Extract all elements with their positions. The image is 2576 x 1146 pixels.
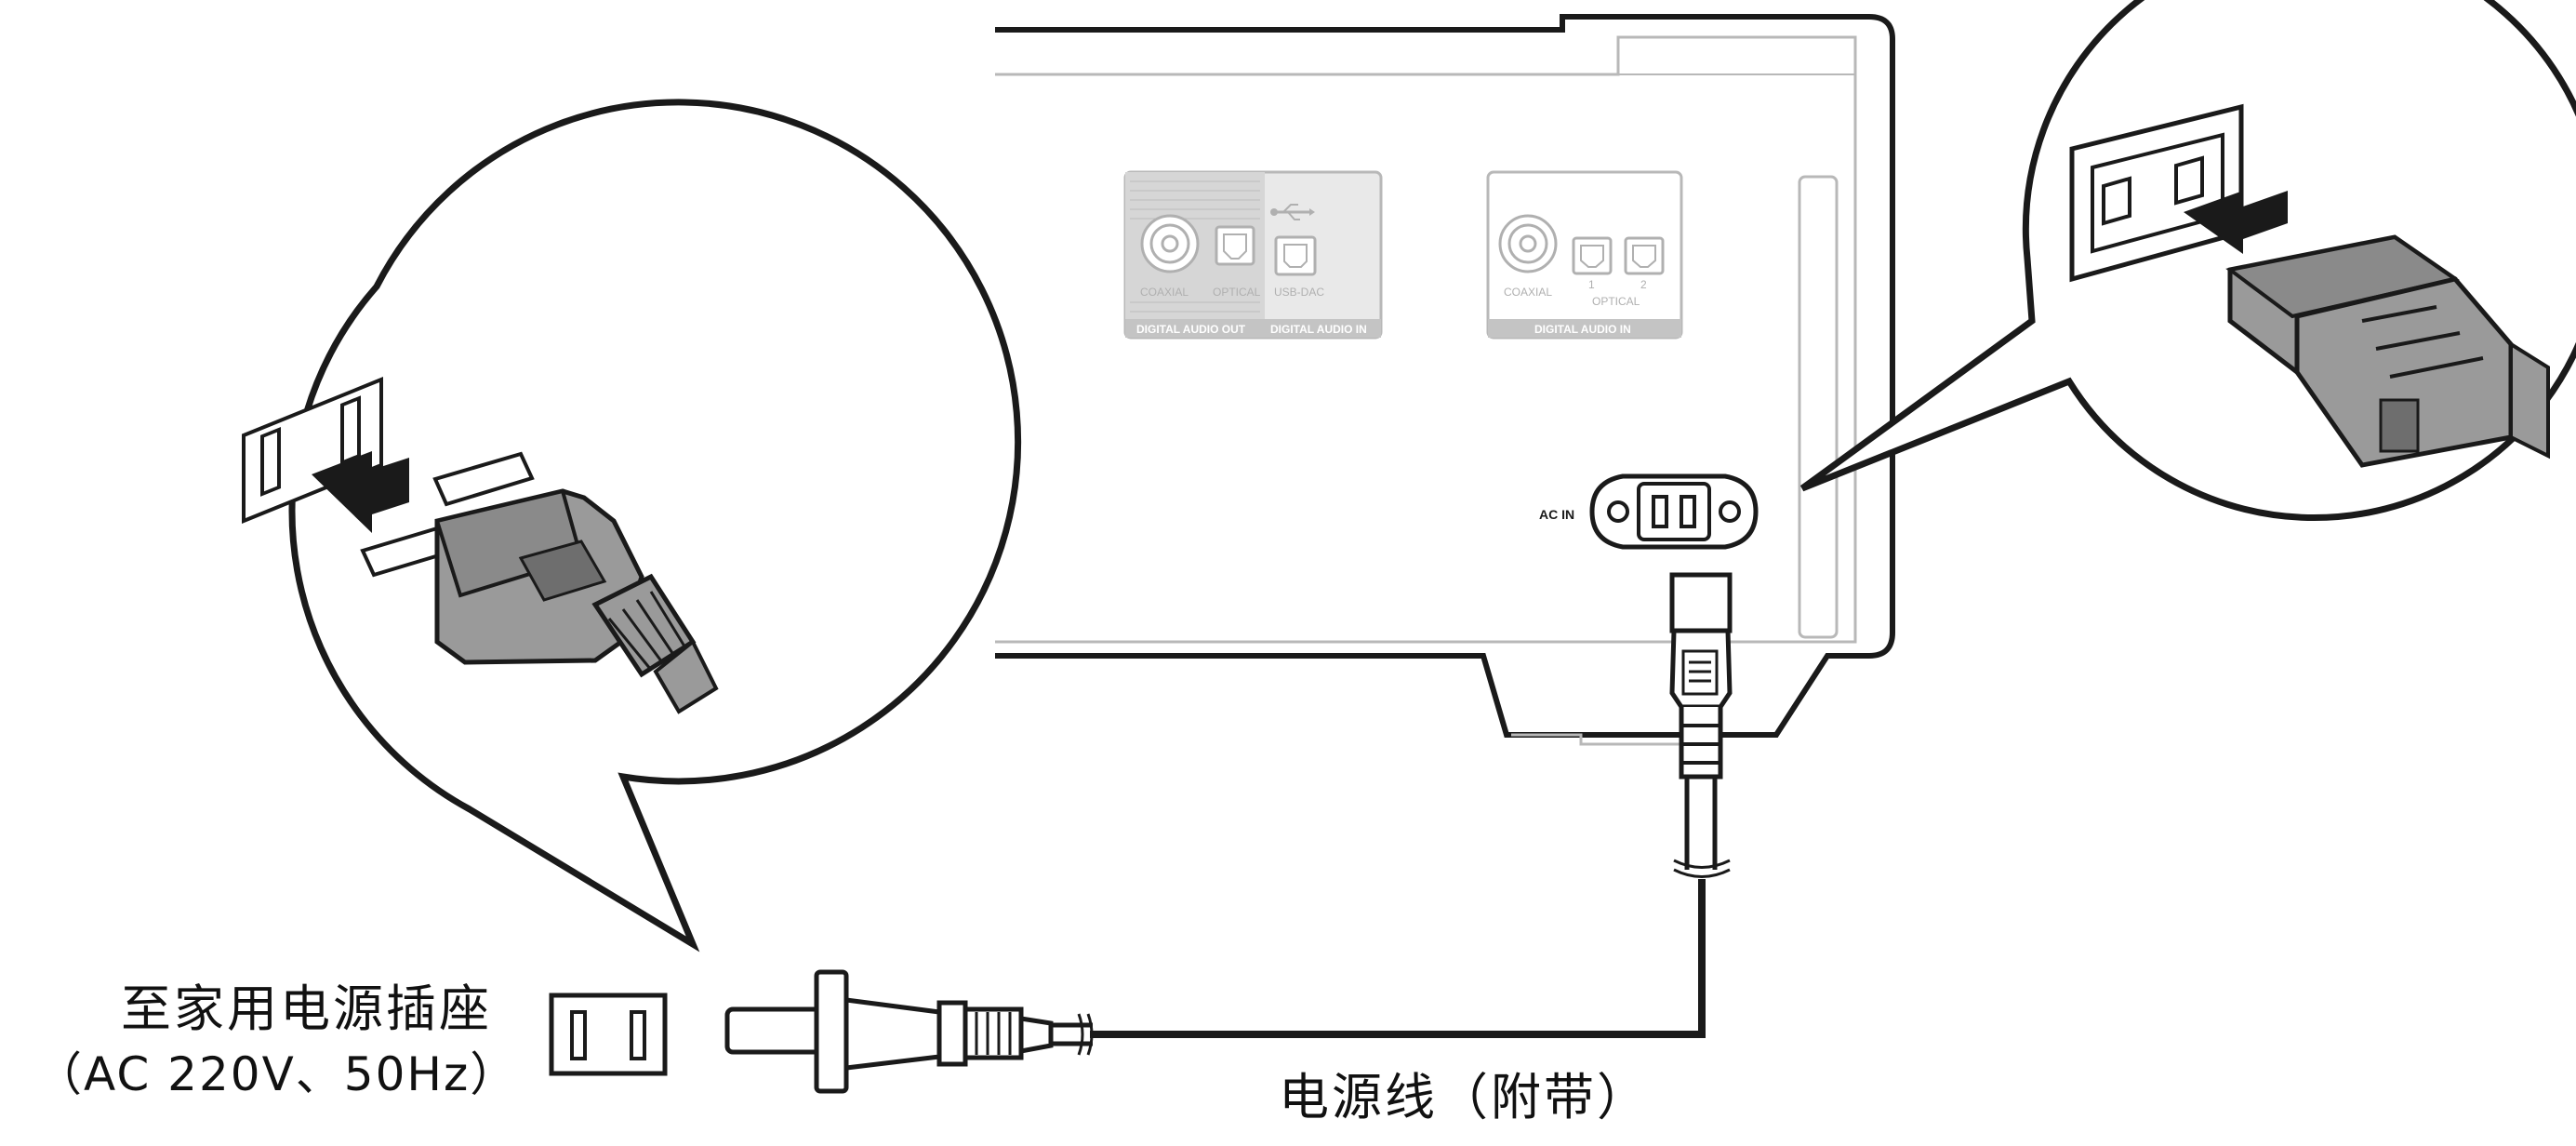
optical-in-jack-2 [1624, 236, 1665, 275]
wall-plug-callout [242, 99, 1022, 953]
optical-out-jack [1215, 225, 1255, 266]
inlet-callout [1799, 0, 2576, 521]
digital-audio-out-group-label: DIGITAL AUDIO OUT [1136, 323, 1246, 336]
coaxial-in-jack [1498, 214, 1558, 273]
optical-port-1-label: 1 [1588, 278, 1595, 291]
digital-audio-in-block: COAXIAL 1 2 OPTICAL DIGITAL AUDIO IN [1486, 170, 1683, 340]
optical-in-label: OPTICAL [1592, 295, 1640, 308]
iec-connector-icon [1669, 572, 1733, 878]
wall-outlet-title: 至家用电源插座 [121, 979, 492, 1038]
device-rear-panel: COAXIAL OPTICAL USB-DAC DIGITAL AUDIO OU… [995, 14, 1895, 746]
power-cord-line [1090, 879, 1706, 1038]
plug-icon [724, 969, 1094, 1094]
digital-audio-out-block: COAXIAL OPTICAL USB-DAC DIGITAL AUDIO OU… [1123, 170, 1383, 340]
wall-outlet-icon [549, 993, 668, 1076]
arrow-icon [312, 451, 409, 533]
usb-b-port [1274, 235, 1317, 276]
coaxial-out-jack [1140, 214, 1200, 273]
optical-in-jack-1 [1572, 236, 1613, 275]
digital-audio-in-group-label: DIGITAL AUDIO IN [1534, 323, 1631, 336]
usb-icon [1270, 204, 1315, 220]
digital-audio-in-usb-group-label: DIGITAL AUDIO IN [1270, 323, 1367, 336]
power-cord-label: 电源线（附带） [1279, 1068, 1650, 1126]
ac-in-label: AC IN [1539, 507, 1574, 522]
coaxial-in-label: COAXIAL [1504, 286, 1552, 299]
optical-out-label: OPTICAL [1213, 286, 1261, 299]
coaxial-out-label: COAXIAL [1140, 286, 1188, 299]
wall-outlet-spec: （AC 220V、50Hz） [35, 1047, 519, 1101]
ac-inlet [1589, 473, 1759, 550]
usb-dac-label: USB-DAC [1274, 286, 1324, 299]
optical-port-2-label: 2 [1640, 278, 1647, 291]
